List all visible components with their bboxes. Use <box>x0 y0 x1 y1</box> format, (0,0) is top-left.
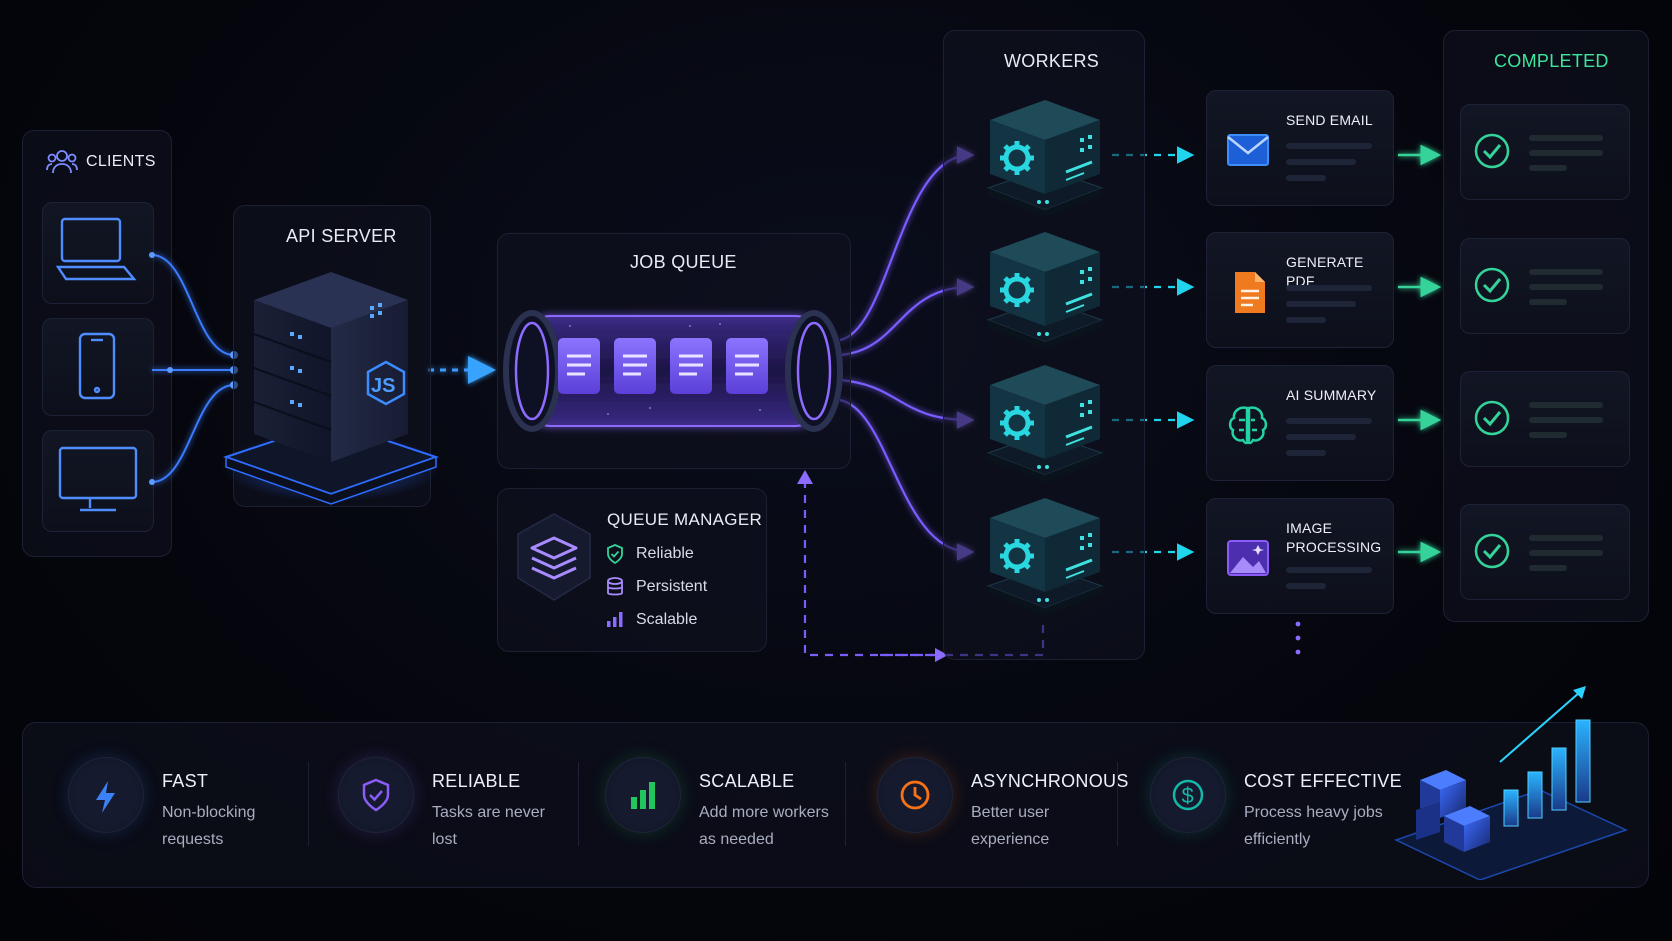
lightning-icon <box>68 757 144 833</box>
queue-feature-reliable: Reliable <box>636 545 694 562</box>
job-queue-title: JOB QUEUE <box>630 252 737 272</box>
layers-icon <box>517 513 591 601</box>
svg-text:JS: JS <box>371 375 395 397</box>
benefit-divider <box>308 762 309 846</box>
benefit-divider <box>845 762 846 846</box>
check-circle-icon <box>1474 533 1510 569</box>
queue-feature-persistent: Persistent <box>636 578 708 595</box>
image-icon <box>1225 535 1271 581</box>
benefit-description: Non-blocking requests <box>162 804 256 848</box>
task-card-2[interactable]: GENERATE PDF <box>1206 232 1394 348</box>
task-card-1[interactable]: SEND EMAIL <box>1206 90 1394 206</box>
workers-title: WORKERS <box>1004 51 1100 71</box>
worker-server-icon <box>986 100 1104 218</box>
benefit-description: Add more workers as needed <box>699 804 829 848</box>
task-placeholder-lines <box>1286 143 1372 181</box>
completed-item-3 <box>1460 371 1630 467</box>
clients-icon <box>46 150 78 174</box>
api-server-title: API SERVER <box>286 226 397 246</box>
gear-icon <box>1000 273 1034 307</box>
benefit-title: RELIABLE <box>432 771 521 791</box>
api-to-queue-arrow <box>428 356 496 384</box>
queue-tube <box>503 310 843 432</box>
task-label: AI SUMMARY <box>1286 387 1377 403</box>
check-circle-icon <box>1474 133 1510 169</box>
benefit-title: ASYNCHRONOUS <box>971 771 1129 791</box>
clock-icon <box>877 757 953 833</box>
worker-node-4[interactable] <box>980 490 1110 620</box>
benefit-description: Tasks are never lost <box>432 804 545 848</box>
benefit-title: COST EFFECTIVE <box>1244 771 1402 791</box>
api-server-illustration: JS <box>221 272 441 505</box>
queue-feature-scalable: Scalable <box>636 611 698 628</box>
database-icon <box>607 577 623 596</box>
worker-node-3[interactable] <box>980 357 1110 487</box>
worker-node-2[interactable] <box>980 224 1110 354</box>
worker-node-1[interactable] <box>980 92 1110 222</box>
svg-text:$: $ <box>1182 783 1194 808</box>
task-placeholder-lines <box>1286 567 1372 589</box>
task-label: IMAGE PROCESSING <box>1286 520 1382 555</box>
laptop-to-api-line <box>151 254 235 356</box>
benefit-title: SCALABLE <box>699 771 795 791</box>
completed-title: COMPLETED <box>1494 51 1609 71</box>
bar-chart-icon <box>605 757 681 833</box>
worker-server-icon <box>986 365 1104 483</box>
completed-item-1 <box>1460 104 1630 200</box>
completed-item-2 <box>1460 238 1630 334</box>
pdf-file-icon <box>1225 269 1271 315</box>
growth-illustration <box>1394 686 1629 880</box>
queued-job-documents <box>558 338 768 394</box>
monitor-icon <box>58 446 138 512</box>
benefits-panel <box>22 722 1649 888</box>
clients-title: CLIENTS <box>86 153 156 170</box>
phone-icon <box>78 332 116 400</box>
check-circle-icon <box>1474 267 1510 303</box>
scalable-bars-icon <box>607 612 623 627</box>
completed-placeholder-lines <box>1529 135 1603 171</box>
task-card-3[interactable]: AI SUMMARY <box>1206 365 1394 481</box>
task-placeholder-lines <box>1286 285 1372 323</box>
benefit-title: FAST <box>162 771 209 791</box>
completed-placeholder-lines <box>1529 535 1603 571</box>
brain-icon <box>1225 402 1271 448</box>
dollar-icon: $ <box>1150 757 1226 833</box>
shield-check-icon <box>338 757 414 833</box>
benefit-description: Better user experience <box>971 804 1050 848</box>
gear-icon <box>1000 406 1034 440</box>
worker-server-icon <box>986 498 1104 616</box>
benefit-description: Process heavy jobs efficiently <box>1244 804 1383 848</box>
benefit-divider <box>1117 762 1118 846</box>
gear-icon <box>1000 539 1034 573</box>
shield-check-icon <box>607 544 623 564</box>
completed-placeholder-lines <box>1529 269 1603 305</box>
completed-placeholder-lines <box>1529 402 1603 438</box>
benefit-divider <box>578 762 579 846</box>
queue-manager-title: QUEUE MANAGER <box>607 510 763 529</box>
desktop-to-api-line <box>151 384 235 483</box>
mail-icon <box>1225 127 1271 173</box>
task-card-4[interactable]: IMAGE PROCESSING <box>1206 498 1394 614</box>
laptop-icon <box>56 217 137 281</box>
check-circle-icon <box>1474 400 1510 436</box>
task-placeholder-lines <box>1286 418 1372 456</box>
gear-icon <box>1000 141 1034 175</box>
task-label: SEND EMAIL <box>1286 112 1373 128</box>
completed-item-4 <box>1460 504 1630 600</box>
worker-server-icon <box>986 232 1104 350</box>
